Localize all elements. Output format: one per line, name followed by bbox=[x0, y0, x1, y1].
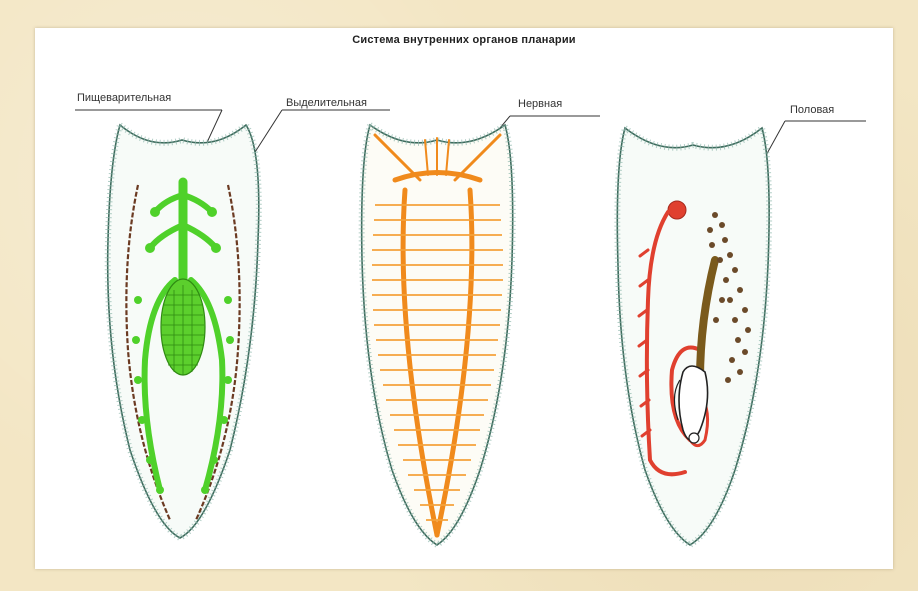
planarian-reproductive bbox=[617, 128, 769, 545]
planarian-nervous bbox=[362, 125, 513, 545]
planarian-digestive bbox=[108, 125, 259, 538]
